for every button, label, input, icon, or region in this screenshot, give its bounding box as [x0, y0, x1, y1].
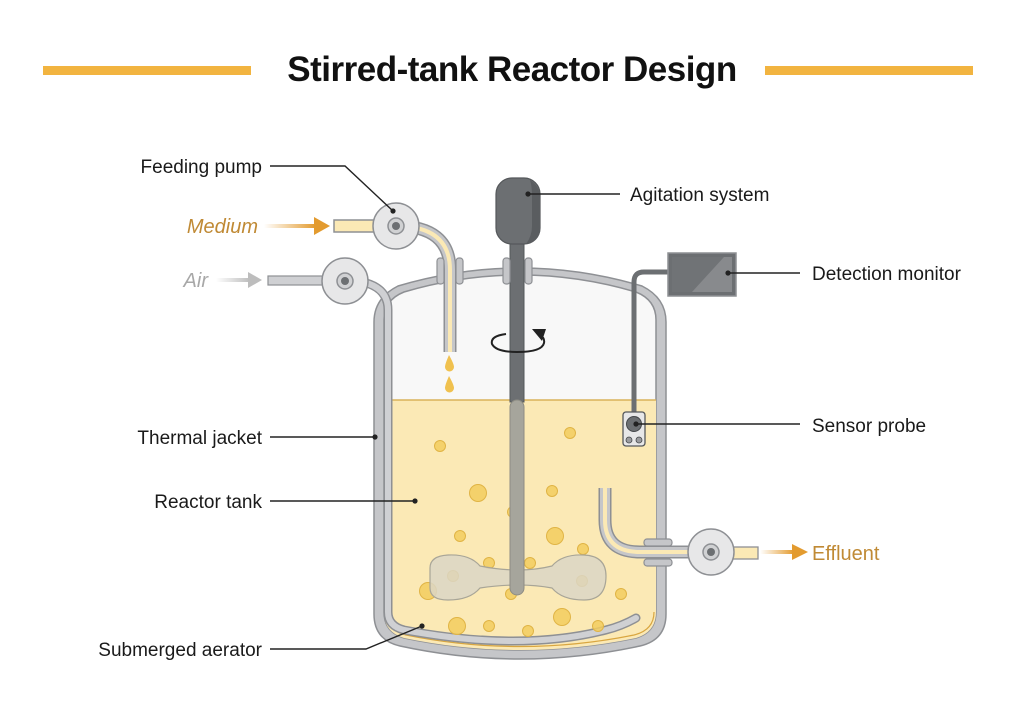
label-sensor-probe: Sensor probe	[812, 416, 926, 437]
label-agitation-system: Agitation system	[630, 185, 769, 206]
page-title: Stirred-tank Reactor Design	[287, 50, 737, 89]
title-rule-right	[765, 66, 973, 75]
air-label: Air	[183, 270, 210, 292]
label-detection-monitor: Detection monitor	[812, 264, 962, 285]
submerged-aerator	[337, 275, 641, 646]
air-pump[interactable]	[321, 257, 369, 305]
sensor-cable	[631, 269, 672, 415]
droplet-icon	[445, 376, 454, 393]
agitator-shaft	[502, 229, 533, 596]
label-thermal-jacket: Thermal jacket	[137, 428, 262, 449]
callout-submerged-aerator	[270, 625, 423, 650]
callout-feeding-pump	[270, 165, 394, 212]
label-reactor-tank: Reactor tank	[154, 492, 262, 513]
effluent-arrow-icon	[760, 544, 808, 560]
callout-dots	[372, 191, 731, 629]
agitation-motor[interactable]	[495, 177, 541, 245]
effluent-pump[interactable]	[687, 528, 735, 576]
title-rule-left	[43, 66, 251, 75]
medium-droplets	[445, 355, 454, 393]
medium-label: Medium	[187, 216, 258, 238]
droplet-icon	[445, 355, 454, 372]
medium-arrow-icon	[264, 217, 330, 235]
rotation-arrow-icon	[490, 329, 546, 354]
sensor-probe[interactable]	[622, 411, 646, 447]
label-submerged-aerator: Submerged aerator	[98, 640, 262, 661]
detection-monitor[interactable]	[667, 252, 737, 297]
effluent-label: Effluent	[812, 543, 880, 565]
feeding-pump[interactable]	[372, 202, 420, 250]
label-feeding-pump: Feeding pump	[141, 157, 262, 178]
air-arrow-icon	[216, 272, 262, 288]
callout-lines	[270, 165, 800, 650]
